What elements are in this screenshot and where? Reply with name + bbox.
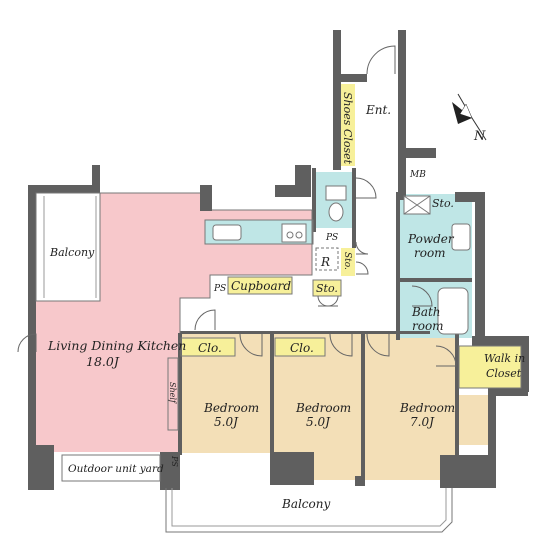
bedroom-3-label-1: Bedroom <box>399 401 455 415</box>
powder-room-label-1: Powder <box>407 232 455 246</box>
bedroom-2-label-1: Bedroom <box>295 401 351 415</box>
outdoor-unit-yard-area <box>61 454 161 482</box>
bath-room-label-2: room <box>412 319 444 333</box>
stove-icon <box>281 223 307 243</box>
compass-icon: N <box>452 93 487 144</box>
walk-in-closet-label-1: Walk in <box>484 352 525 365</box>
doors <box>17 45 457 367</box>
walk-in-closet-label-2: Closet <box>486 367 522 380</box>
balcony-bottom-label: Balcony <box>281 497 330 511</box>
washbasin-icon <box>451 223 471 251</box>
bedroom-2-label-2: 5.0J <box>306 415 331 429</box>
bedroom-1-label-1: Bedroom <box>203 401 259 415</box>
ldk-label-1: Living Dining Kitchen <box>47 338 186 353</box>
toilet-icon <box>328 202 344 222</box>
walls <box>28 30 529 490</box>
clo-2-area <box>275 338 325 356</box>
cupboard-area <box>228 277 292 294</box>
sto-mid-area <box>341 248 355 276</box>
bedroom-2-area <box>273 333 362 480</box>
living-dining-kitchen-area <box>36 193 312 452</box>
balcony-left-area <box>35 192 101 302</box>
bathtub-icon <box>437 287 469 335</box>
ps-mid-label: PS <box>325 233 338 243</box>
r-label: R <box>320 255 330 269</box>
ps-left-label: PS <box>213 284 226 294</box>
entrance-label: Ent. <box>365 103 391 117</box>
clo-2-label: Clo. <box>290 341 314 355</box>
shelf-label: Shelf <box>168 382 177 405</box>
shoes-closet-label: Shoes Closet <box>341 92 354 165</box>
powder-room-label-2: room <box>414 246 446 260</box>
outdoor-unit-yard-label: Outdoor unit yard <box>68 463 164 475</box>
north-label: N <box>473 129 486 144</box>
sto-top-label: Sto. <box>432 197 454 210</box>
sto-mid-label: Sto. <box>342 252 352 270</box>
balcony-left-label: Balcony <box>49 246 95 259</box>
walk-in-closet-area <box>459 346 521 388</box>
balcony-bottom-outline <box>165 488 453 533</box>
clo-1-area <box>181 338 235 356</box>
bedroom-1-label-2: 5.0J <box>214 415 239 429</box>
sto-small-area <box>313 280 341 296</box>
ldk-label-2: 18.0J <box>86 354 120 369</box>
sink-icon <box>212 224 242 241</box>
bath-room-label-1: Bath <box>411 305 441 319</box>
sto-small-label: Sto. <box>316 282 338 295</box>
mb-label: MB <box>409 170 426 180</box>
bedroom-3-label-2: 7.0J <box>410 415 435 429</box>
ps-bottom-label: PS <box>170 455 179 467</box>
shoes-closet-area <box>341 84 355 166</box>
clo-1-label: Clo. <box>198 341 222 355</box>
cupboard-label: Cupboard <box>231 279 291 293</box>
